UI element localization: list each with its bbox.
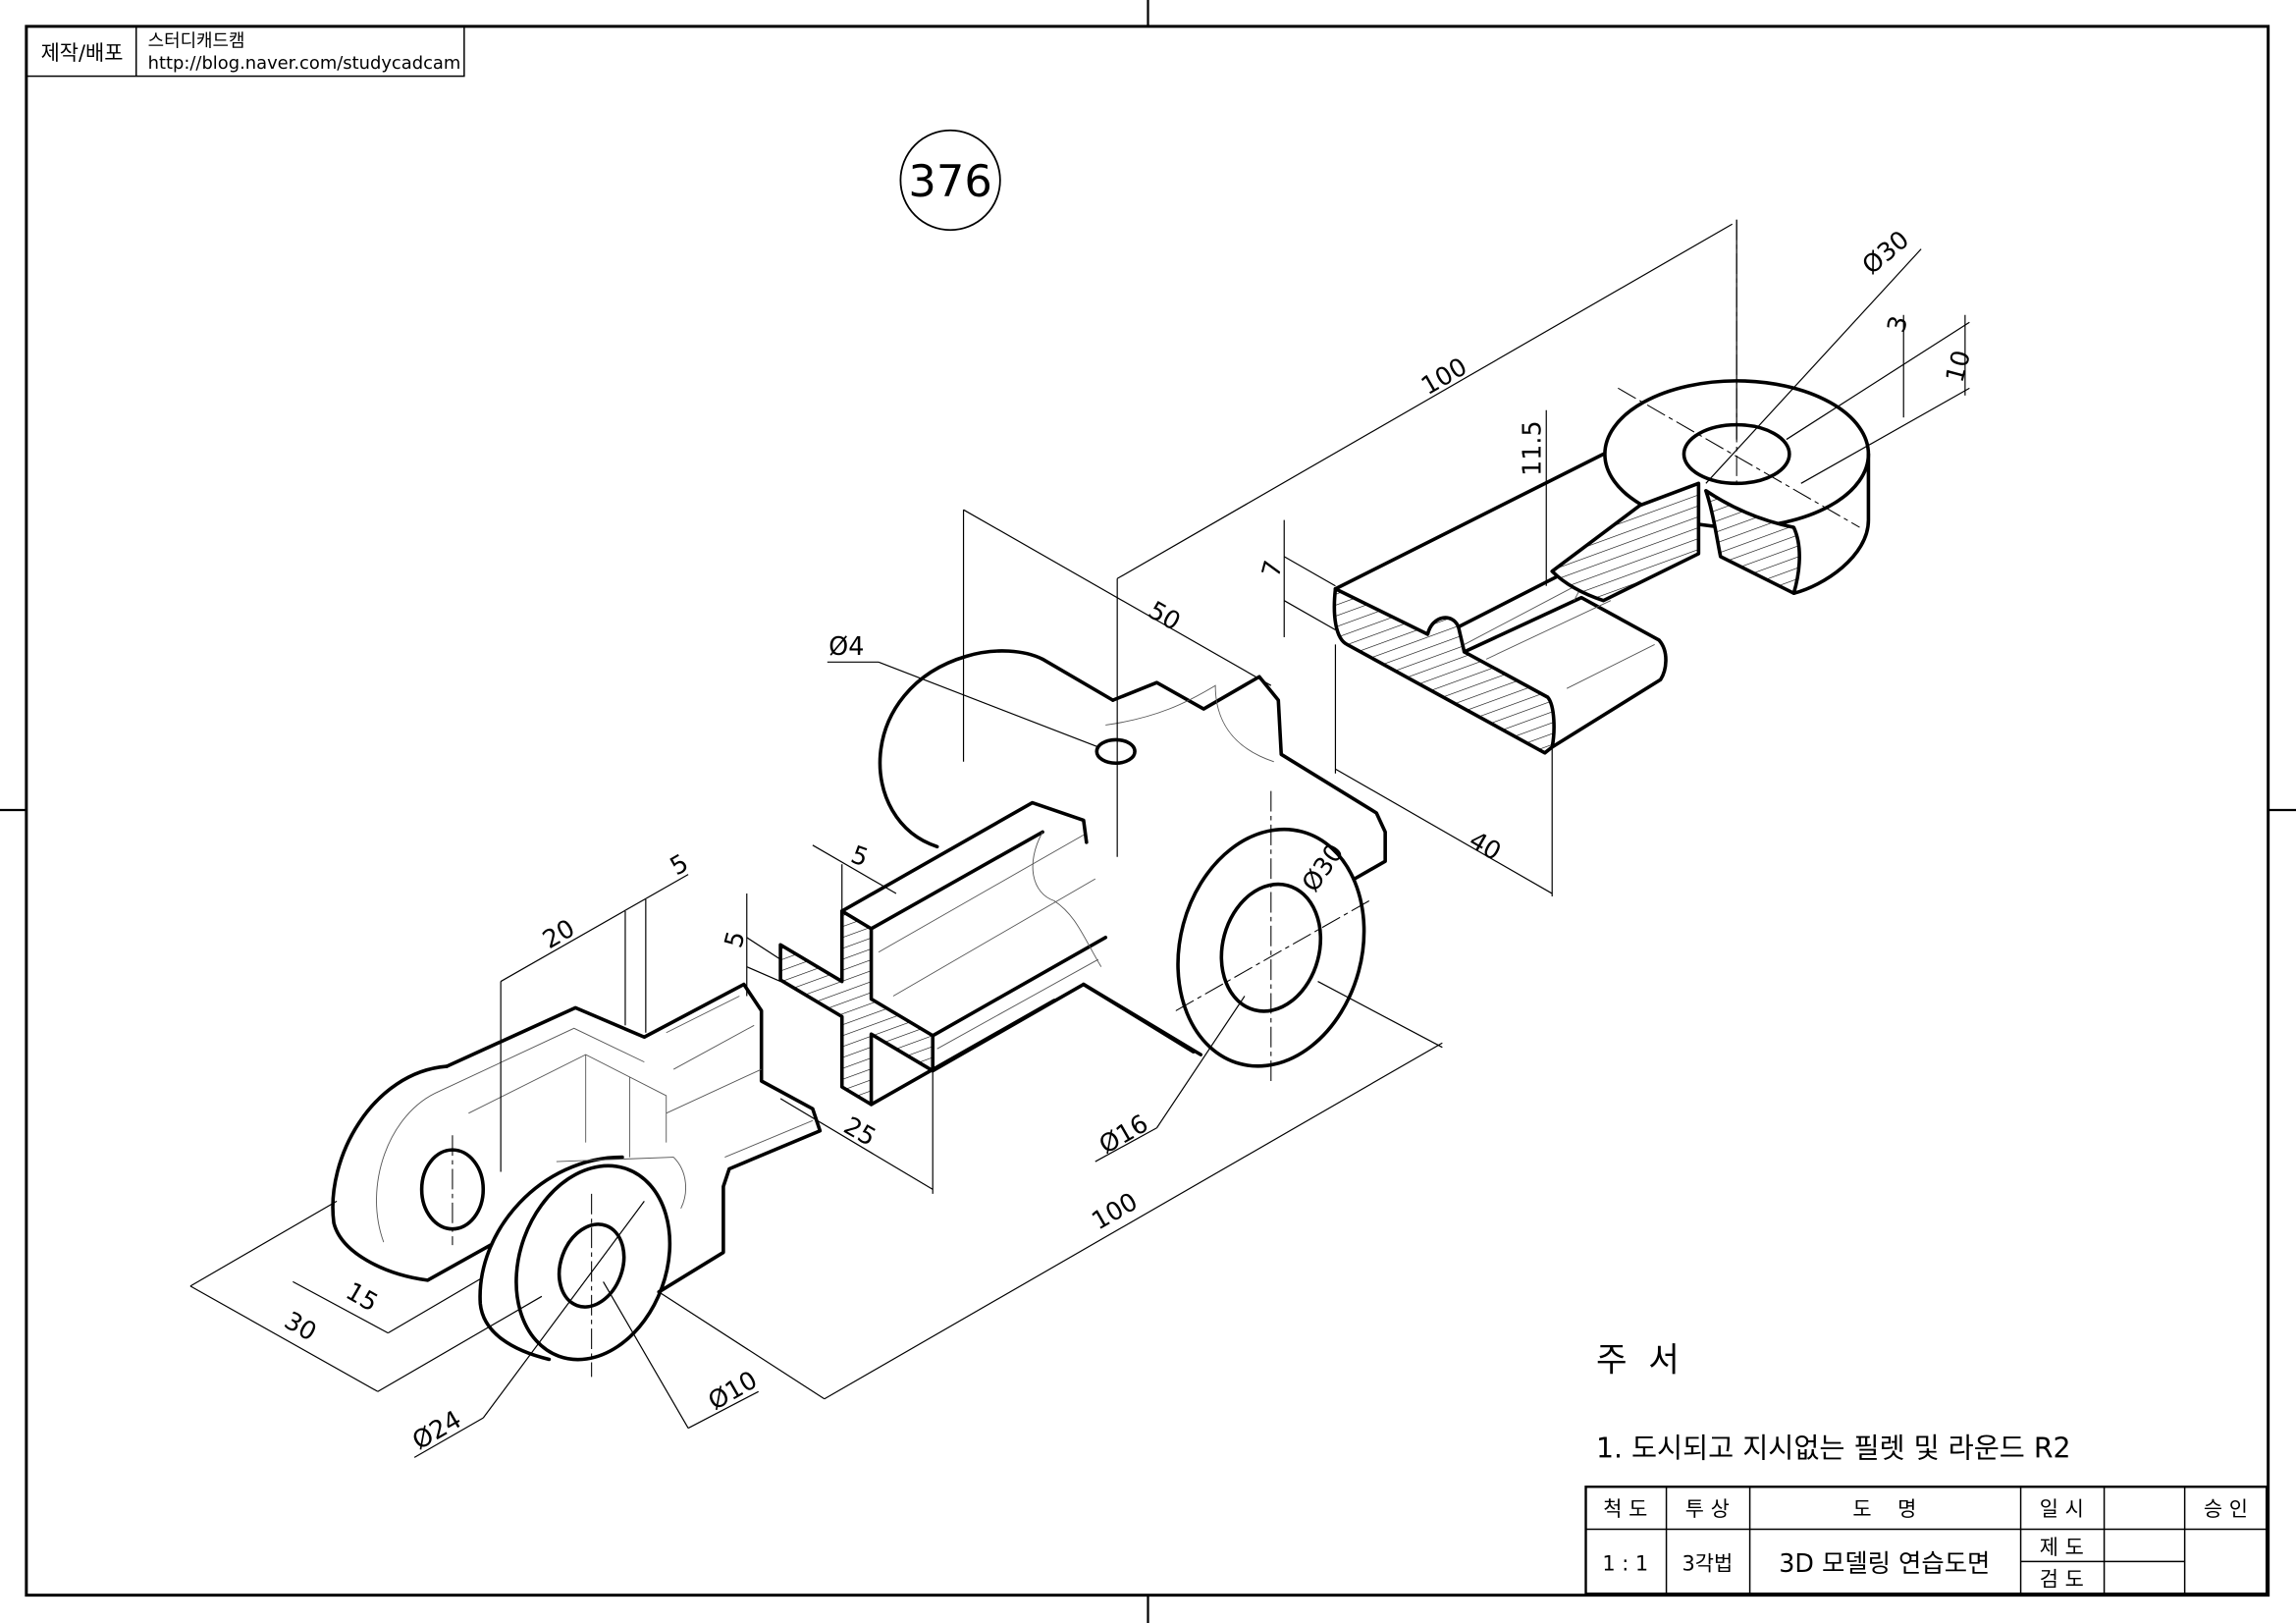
drawing-name: 3D 모델링 연습도면 bbox=[1779, 1548, 1990, 1578]
note-item: 1. 도시되고 지시없는 필렛 및 라운드 R2 bbox=[1596, 1432, 2071, 1464]
dim-ring-height: 10 bbox=[1940, 347, 1976, 385]
drawing-number-balloon: 376 bbox=[899, 129, 1001, 232]
ring-section-hatch-right bbox=[1704, 488, 1801, 596]
dim-clevis-slot: 20 bbox=[537, 913, 579, 954]
name-label: 도 명 bbox=[1852, 1497, 1916, 1521]
dim-ear-hole: Ø10 bbox=[703, 1365, 762, 1416]
dim-overall-length-bottom: 100 bbox=[1087, 1186, 1143, 1235]
title-block: 척 도 투 상 도 명 일 시 승 인 1 : 1 3각법 3D 모델링 연습도… bbox=[1584, 1486, 2269, 1596]
scale-value: 1 : 1 bbox=[1602, 1551, 1648, 1575]
author-header: 제작/배포 스터디캐드캠 http://blog.naver.com/study… bbox=[26, 26, 465, 78]
header-author: 스터디캐드캠 bbox=[148, 31, 245, 52]
projection-label: 투 상 bbox=[1685, 1497, 1730, 1521]
dim-body-width: 50 bbox=[1144, 595, 1186, 636]
dim-slot-3: 3 bbox=[1881, 312, 1913, 335]
drawing-number: 376 bbox=[908, 155, 991, 207]
dim-pin-hole: Ø4 bbox=[828, 631, 864, 661]
dim-ring-diameter: Ø30 bbox=[1856, 225, 1914, 281]
dimension-labels: 100 Ø30 3 10 11.5 7 50 Ø4 40 Ø30 5 5 20 … bbox=[280, 225, 1976, 1456]
header-label: 제작/배포 bbox=[41, 41, 124, 65]
scale-label: 척 도 bbox=[1603, 1497, 1647, 1521]
arm-section-hatch bbox=[1332, 586, 1556, 755]
checked-label: 검 도 bbox=[2040, 1568, 2084, 1592]
notes: 주 서 1. 도시되고 지시없는 필렛 및 라운드 R2 bbox=[1596, 1340, 2071, 1464]
dim-arm-width: 40 bbox=[1465, 825, 1507, 866]
dim-arm-thickness: 7 bbox=[1255, 557, 1288, 579]
part-isometric-view bbox=[331, 219, 1871, 1378]
dim-ear-diameter: Ø24 bbox=[407, 1404, 466, 1455]
dim-clevis-wall: 5 bbox=[665, 847, 693, 881]
projection-value: 3각법 bbox=[1682, 1551, 1733, 1575]
dim-cross-size: 25 bbox=[839, 1110, 881, 1152]
dim-boss-diameter: Ø30 bbox=[1296, 838, 1350, 896]
dimension-lines bbox=[189, 219, 1970, 1458]
header-url[interactable]: http://blog.naver.com/studycadcam bbox=[148, 53, 461, 74]
dim-cross-width: 5 bbox=[847, 839, 872, 873]
drawn-label: 제 도 bbox=[2040, 1536, 2084, 1559]
approve-label: 승 인 bbox=[2204, 1497, 2248, 1521]
dim-cross-thickness: 5 bbox=[719, 928, 751, 950]
cross-section-hatch bbox=[778, 909, 935, 1107]
dim-arm-height: 11.5 bbox=[1517, 420, 1546, 475]
notes-title: 주 서 bbox=[1596, 1340, 1680, 1380]
date-label: 일 시 bbox=[2040, 1497, 2084, 1521]
ring-section-hatch-left bbox=[1550, 481, 1701, 603]
dim-boss-bore: Ø16 bbox=[1094, 1109, 1152, 1160]
dim-overall-length-top: 100 bbox=[1415, 352, 1471, 401]
